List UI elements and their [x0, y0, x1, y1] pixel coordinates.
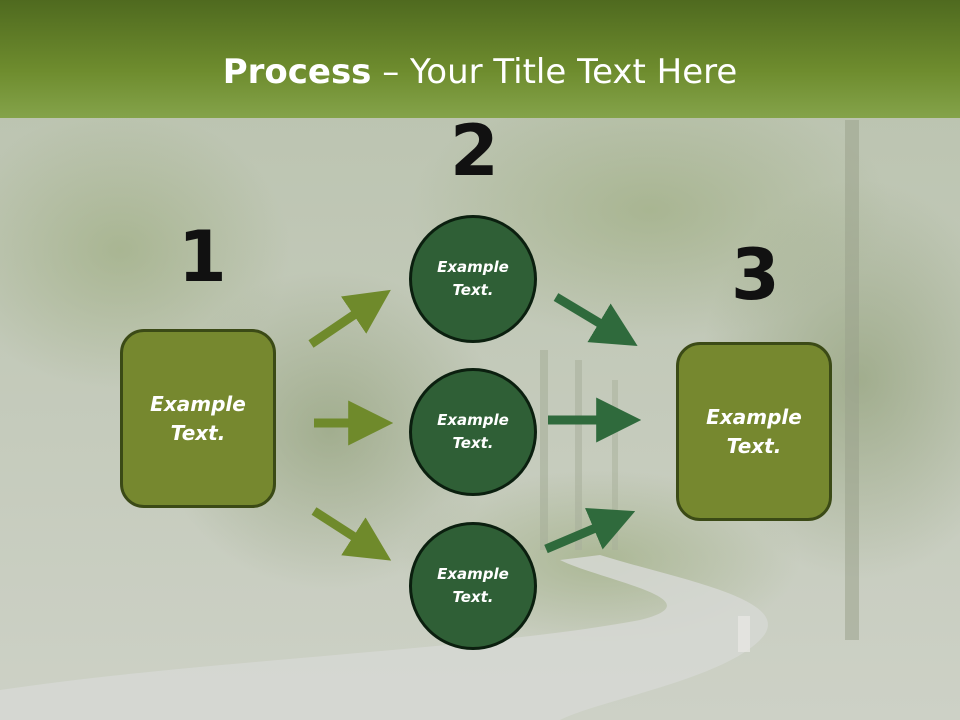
step2-circle-top: Example Text. [409, 215, 537, 343]
title-bold: Process [222, 52, 372, 92]
title-bar [0, 0, 960, 118]
arrow-circle-bottom-to-box3 [544, 508, 636, 554]
circle-bottom-text: Example Text. [437, 565, 509, 606]
arrow-box1-to-circle-top [308, 289, 391, 348]
step2-circle-bottom: Example Text. [409, 522, 537, 650]
arrow-box1-to-circle-bottom [311, 507, 392, 561]
step1-box: Example Text. [120, 329, 276, 508]
circle-middle-text: Example Text. [437, 411, 509, 452]
step2-circle-middle: Example Text. [409, 368, 537, 496]
step-number-3: 3 [731, 234, 780, 316]
slide-title: Process – Your Title Text Here [0, 52, 960, 92]
title-rest: – Your Title Text Here [371, 52, 738, 92]
arrow-circle-top-to-box3 [553, 293, 638, 346]
step3-box: Example Text. [676, 342, 832, 521]
step3-box-text: Example Text. [706, 404, 802, 458]
circle-top-text: Example Text. [437, 258, 509, 299]
step1-box-text: Example Text. [150, 391, 246, 445]
step-number-1: 1 [178, 216, 227, 298]
step-number-2: 2 [450, 110, 499, 192]
